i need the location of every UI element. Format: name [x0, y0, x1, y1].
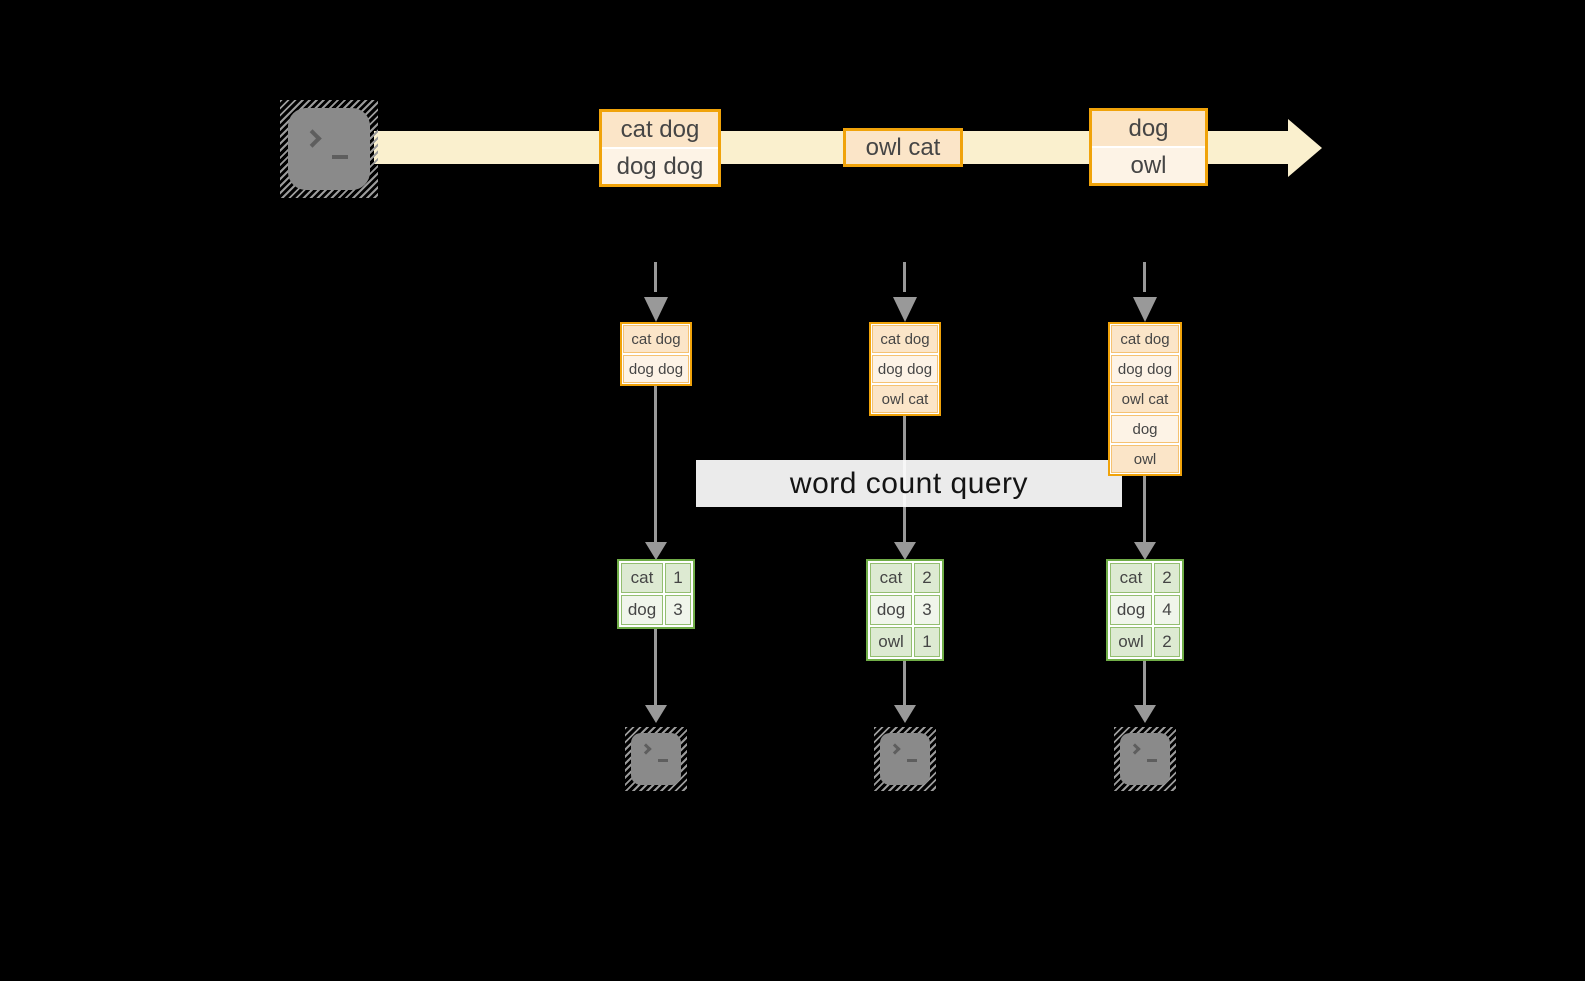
stream-arrowhead-icon	[1288, 119, 1322, 177]
prompt-underscore-icon	[907, 759, 917, 762]
stream-event-line: owl	[1092, 148, 1205, 183]
count-cell: 4	[1154, 595, 1180, 625]
flow-arrowhead-icon	[894, 705, 916, 723]
flow-arrowhead-icon	[1134, 705, 1156, 723]
ingest-arrow-dash	[1143, 262, 1146, 292]
prompt-chevron-icon	[889, 743, 901, 755]
ingest-arrowhead-icon	[644, 297, 668, 322]
count-cell: 1	[914, 627, 940, 657]
terminal-sink-icon	[874, 727, 936, 791]
count-cell: 2	[914, 563, 940, 593]
buffered-event: dog dog	[872, 355, 938, 383]
stream-event-box: owl cat	[843, 128, 963, 167]
word-cell: owl	[870, 627, 912, 657]
word-cell: cat	[621, 563, 663, 593]
terminal-body	[880, 733, 930, 785]
stream-event-line: dog dog	[602, 149, 718, 184]
flow-arrowhead-icon	[894, 542, 916, 560]
flow-line	[1143, 476, 1146, 542]
count-cell: 1	[665, 563, 691, 593]
prompt-chevron-icon	[303, 129, 322, 148]
word-cell: dog	[1110, 595, 1152, 625]
word-cell: cat	[1110, 563, 1152, 593]
word-cell: dog	[621, 595, 663, 625]
stream-event-box: dog owl	[1089, 108, 1208, 186]
ingest-arrow-dash	[903, 262, 906, 292]
terminal-source-icon	[280, 100, 378, 198]
buffered-event: owl cat	[1111, 385, 1179, 413]
prompt-chevron-icon	[640, 743, 652, 755]
terminal-sink-icon	[625, 727, 687, 791]
buffered-event: owl cat	[872, 385, 938, 413]
word-cell: owl	[1110, 627, 1152, 657]
flow-arrowhead-icon	[1134, 542, 1156, 560]
word-count-table: cat 1 dog 3	[617, 559, 695, 629]
stream-event-line: cat dog	[602, 112, 718, 147]
ingest-arrow-dash	[654, 262, 657, 292]
stream-event-box: cat dog dog dog	[599, 109, 721, 187]
prompt-underscore-icon	[1147, 759, 1157, 762]
stream-event-line: owl cat	[846, 131, 960, 164]
count-cell: 3	[914, 595, 940, 625]
count-cell: 2	[1154, 627, 1180, 657]
count-cell: 2	[1154, 563, 1180, 593]
flow-arrowhead-icon	[645, 542, 667, 560]
buffered-event: dog	[1111, 415, 1179, 443]
buffered-events-box: cat dog dog dog owl cat	[869, 322, 941, 416]
buffered-event: cat dog	[872, 325, 938, 353]
prompt-chevron-icon	[1129, 743, 1141, 755]
buffered-event: dog dog	[623, 355, 689, 383]
word-count-table: cat 2 dog 3 owl 1	[866, 559, 944, 661]
flow-line	[654, 629, 657, 705]
buffered-event: dog dog	[1111, 355, 1179, 383]
terminal-body	[1120, 733, 1170, 785]
buffered-events-box: cat dog dog dog owl cat dog owl	[1108, 322, 1182, 476]
flow-arrowhead-icon	[645, 705, 667, 723]
terminal-body	[288, 108, 370, 190]
buffered-event: owl	[1111, 445, 1179, 473]
word-count-table: cat 2 dog 4 owl 2	[1106, 559, 1184, 661]
prompt-underscore-icon	[332, 155, 348, 159]
buffered-events-box: cat dog dog dog	[620, 322, 692, 386]
count-cell: 3	[665, 595, 691, 625]
flow-line	[903, 661, 906, 705]
terminal-sink-icon	[1114, 727, 1176, 791]
word-cell: dog	[870, 595, 912, 625]
word-cell: cat	[870, 563, 912, 593]
stream-event-line: dog	[1092, 111, 1205, 146]
ingest-arrowhead-icon	[893, 297, 917, 322]
buffered-event: cat dog	[623, 325, 689, 353]
buffered-event: cat dog	[1111, 325, 1179, 353]
ingest-arrowhead-icon	[1133, 297, 1157, 322]
flow-line	[654, 386, 657, 542]
prompt-underscore-icon	[658, 759, 668, 762]
terminal-body	[631, 733, 681, 785]
query-label: word count query	[696, 460, 1122, 507]
flow-line	[1143, 661, 1146, 705]
